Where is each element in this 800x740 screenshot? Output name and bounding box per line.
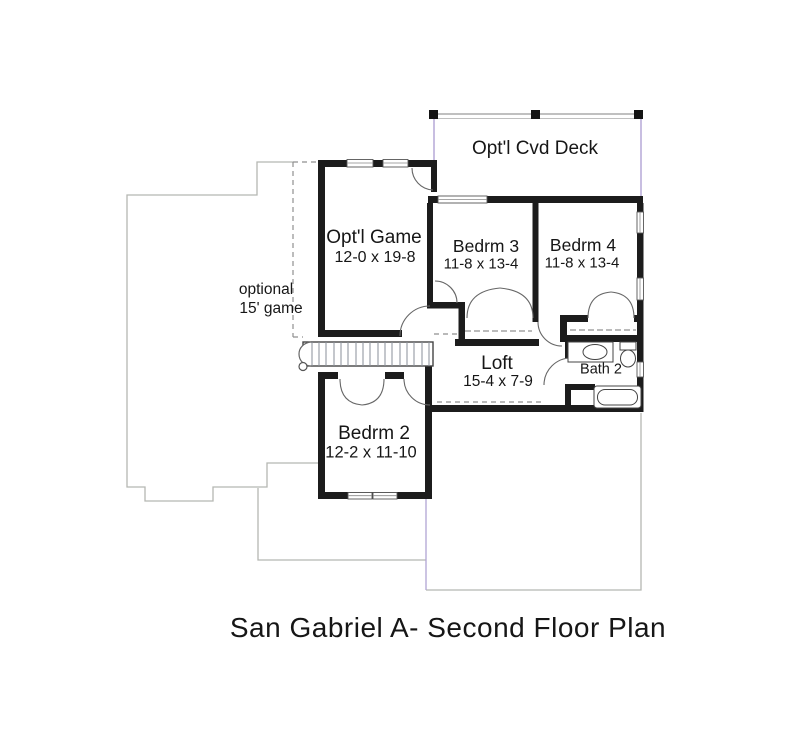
window [372, 492, 398, 500]
room-label-deck: Opt'l Cvd Deck [471, 138, 599, 160]
windows [346, 159, 644, 500]
window [346, 159, 374, 168]
room-label-bedrm2: Bedrm 2 [338, 423, 410, 445]
deck-railing [429, 110, 643, 196]
annotation-optional-game-line1: optional [238, 281, 294, 299]
bedrm3-closet-bifold [466, 287, 501, 319]
room-dims-bedrm4: 11-8 x 13-4 [544, 254, 620, 272]
room-label-loft: Loft [481, 353, 513, 375]
window [347, 492, 373, 500]
bedrm2-door-arc [403, 378, 431, 406]
stairs [298, 341, 434, 372]
room-dims-bedrm3: 11-8 x 13-4 [443, 255, 519, 273]
window [636, 277, 644, 301]
stair-newel-post [298, 361, 308, 372]
optional-game-dashed-line [292, 161, 545, 403]
room-label-bath2: Bath 2 [580, 361, 622, 378]
deck-door-arc [411, 167, 434, 191]
bedrm2-closet-bifold [339, 378, 363, 406]
room-label-bedrm4: Bedrm 4 [549, 234, 617, 255]
bedrm3-door-arc [434, 280, 458, 304]
bedrm2-closet-bifold [361, 378, 385, 406]
annotation-optional-game-line2: 15' game [239, 300, 303, 318]
plan-title: San Gabriel A- Second Floor Plan [229, 611, 667, 643]
room-label-game: Opt'l Game [326, 227, 422, 249]
game-door-arc [399, 305, 431, 337]
window [636, 211, 644, 234]
room-label-bedrm3: Bedrm 3 [452, 235, 520, 256]
bath2-door-arc [543, 357, 572, 386]
first-floor-outline [126, 161, 642, 591]
window [437, 195, 488, 204]
deck-post [429, 110, 438, 119]
bedrm3-closet-bifold [499, 287, 534, 319]
walls [318, 160, 644, 499]
door-swings [339, 167, 635, 406]
window [636, 361, 644, 378]
bath-fixtures [567, 341, 642, 409]
room-dims-bedrm2: 12-2 x 11-10 [325, 443, 417, 462]
window [382, 159, 409, 168]
sink-icon [567, 341, 614, 363]
room-dims-game: 12-0 x 19-8 [334, 248, 416, 266]
toilet-icon [619, 341, 637, 368]
deck-post [531, 110, 540, 119]
closet-shelf-dashed [465, 329, 636, 332]
bathtub-icon [593, 385, 642, 409]
bedrm4-closet-bifold [610, 291, 635, 319]
bedrm4-closet-bifold [587, 291, 612, 319]
deck-post [634, 110, 643, 119]
bedrm4-door-arc [537, 321, 563, 347]
room-dims-loft: 15-4 x 7-9 [463, 373, 533, 391]
